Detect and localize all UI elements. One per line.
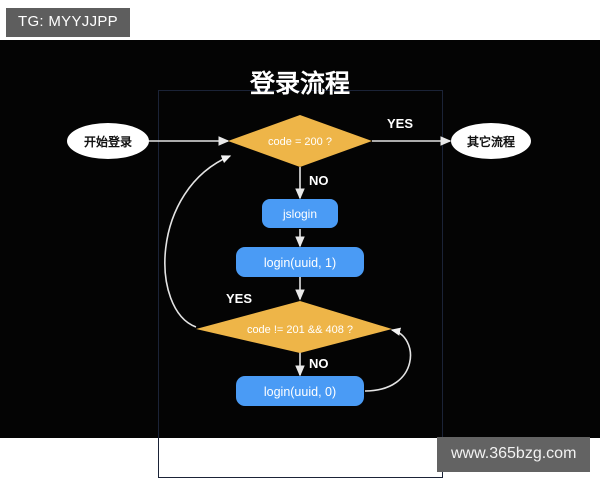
node-decision-code-200-shape	[228, 115, 372, 167]
node-login-uuid-0-label: login(uuid, 0)	[264, 385, 336, 399]
tg-handle-badge: TG: MYYJJPP	[6, 8, 130, 37]
node-start[interactable]: 开始登录	[67, 123, 149, 159]
node-jslogin[interactable]: jslogin	[262, 199, 338, 228]
node-decision-code-200-label: code = 200 ?	[268, 136, 332, 148]
edge-login0-loopback-to-decision2	[364, 327, 412, 392]
node-jslogin-label: jslogin	[282, 207, 317, 221]
node-other-flow-label: 其它流程	[467, 134, 515, 149]
node-decision-code-201-408-shape	[196, 301, 392, 353]
flowchart-edges	[148, 136, 452, 392]
site-watermark: www.365bzg.com	[437, 437, 591, 472]
node-start-shape	[67, 123, 149, 159]
node-login-uuid-0[interactable]: login(uuid, 0)	[236, 376, 364, 406]
edge-label-no-top: NO	[309, 173, 329, 188]
node-other-flow-shape	[451, 123, 531, 159]
edge-label-no-bottom: NO	[309, 356, 329, 371]
edge-decision2-yes-loopback	[164, 155, 232, 328]
node-login-uuid-1-shape	[236, 247, 364, 277]
node-decision-code-201-408[interactable]: code != 201 && 408 ?	[196, 301, 392, 353]
node-jslogin-shape	[262, 199, 338, 228]
node-other-flow[interactable]: 其它流程	[451, 123, 531, 159]
flowchart-inner-frame	[158, 90, 443, 478]
node-decision-code-200[interactable]: code = 200 ?	[228, 115, 372, 167]
edge-label-yes-top: YES	[387, 116, 413, 131]
flowchart-edge-labels: YES NO YES NO	[226, 116, 413, 371]
flowchart-title: 登录流程	[249, 69, 350, 98]
edge-label-yes-bottom: YES	[226, 291, 252, 306]
node-decision-code-201-408-label: code != 201 && 408 ?	[247, 324, 353, 336]
node-login-uuid-0-shape	[236, 376, 364, 406]
node-login-uuid-1[interactable]: login(uuid, 1)	[236, 247, 364, 277]
node-login-uuid-1-label: login(uuid, 1)	[264, 256, 336, 270]
node-start-label: 开始登录	[84, 134, 132, 149]
